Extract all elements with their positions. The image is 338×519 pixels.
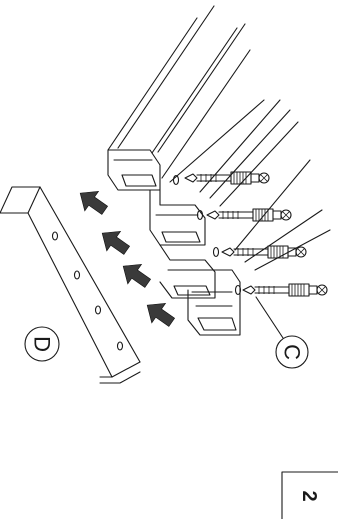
callout-d: D [24,326,60,362]
arrow-2 [101,230,131,255]
screw-1 [184,171,270,185]
callout-d-circle [24,326,60,362]
arrow-4 [146,302,176,327]
direction-arrows [79,190,176,327]
screw-3 [221,245,307,259]
arrow-3 [122,263,152,288]
screw-4 [242,283,328,297]
callout-c-circle [275,335,309,369]
label-d: D [30,336,55,352]
page-number: 2 [298,490,320,501]
label-c: C [280,344,305,360]
rail-profile [107,5,331,336]
callout-c: C [255,296,309,369]
part-d-bracket [0,186,141,384]
page-number-box: 2 [281,471,338,519]
screw-2 [206,208,292,222]
arrow-1 [79,190,109,215]
